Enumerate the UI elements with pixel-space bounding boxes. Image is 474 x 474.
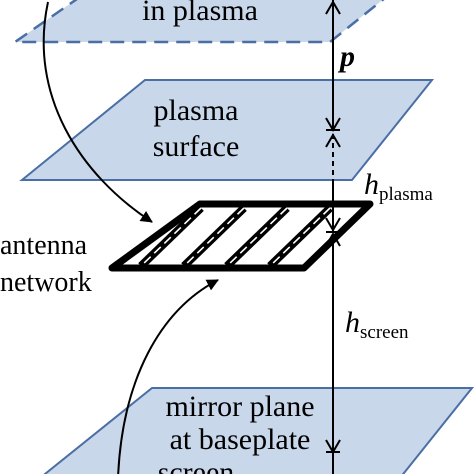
mirror-plane bbox=[43, 387, 474, 474]
h-plasma-label: hplasma bbox=[364, 168, 433, 205]
antenna-label-line2: network bbox=[0, 267, 92, 298]
image-to-antenna-arrow bbox=[42, 1, 153, 223]
antenna-rungs bbox=[138, 205, 333, 269]
mirror-plane-label-line1: mirror plane bbox=[165, 390, 314, 423]
antenna-rung bbox=[181, 205, 247, 269]
plasma-surface-plane bbox=[19, 79, 435, 181]
mirror-to-antenna-arrow bbox=[117, 279, 219, 474]
p-label: p bbox=[337, 40, 355, 73]
plasma-surface-label-line2: surface bbox=[153, 130, 240, 163]
h-screen-symbol: h bbox=[345, 306, 360, 339]
h-screen-top-arrowhead bbox=[325, 232, 341, 247]
mirror-plane-label-line3: screen bbox=[158, 456, 235, 474]
h-plasma-subscript: plasma bbox=[379, 184, 433, 205]
antenna-rung bbox=[224, 205, 290, 269]
h-plasma-bottom-arrowhead bbox=[325, 217, 341, 232]
antenna-network bbox=[108, 200, 374, 272]
mirror-plane-label-line2: at baseplate bbox=[170, 423, 311, 456]
antenna-label-line1: antenna bbox=[0, 230, 88, 261]
h-plasma-symbol: h bbox=[364, 168, 379, 201]
h-screen-label: hscreen bbox=[345, 306, 409, 343]
top-plane-label: in plasma bbox=[142, 0, 258, 27]
p-top-arrowhead bbox=[325, 0, 341, 15]
dimension-line bbox=[325, 0, 341, 474]
h-plasma-top-arrowhead bbox=[325, 133, 341, 148]
antenna-rung bbox=[138, 205, 204, 269]
antenna-rung bbox=[267, 205, 333, 269]
antenna-frame bbox=[108, 200, 374, 272]
h-screen-subscript: screen bbox=[360, 322, 409, 343]
plasma-surface-label-line1: plasma bbox=[154, 94, 239, 127]
top-plane-in-plasma bbox=[11, 0, 385, 44]
